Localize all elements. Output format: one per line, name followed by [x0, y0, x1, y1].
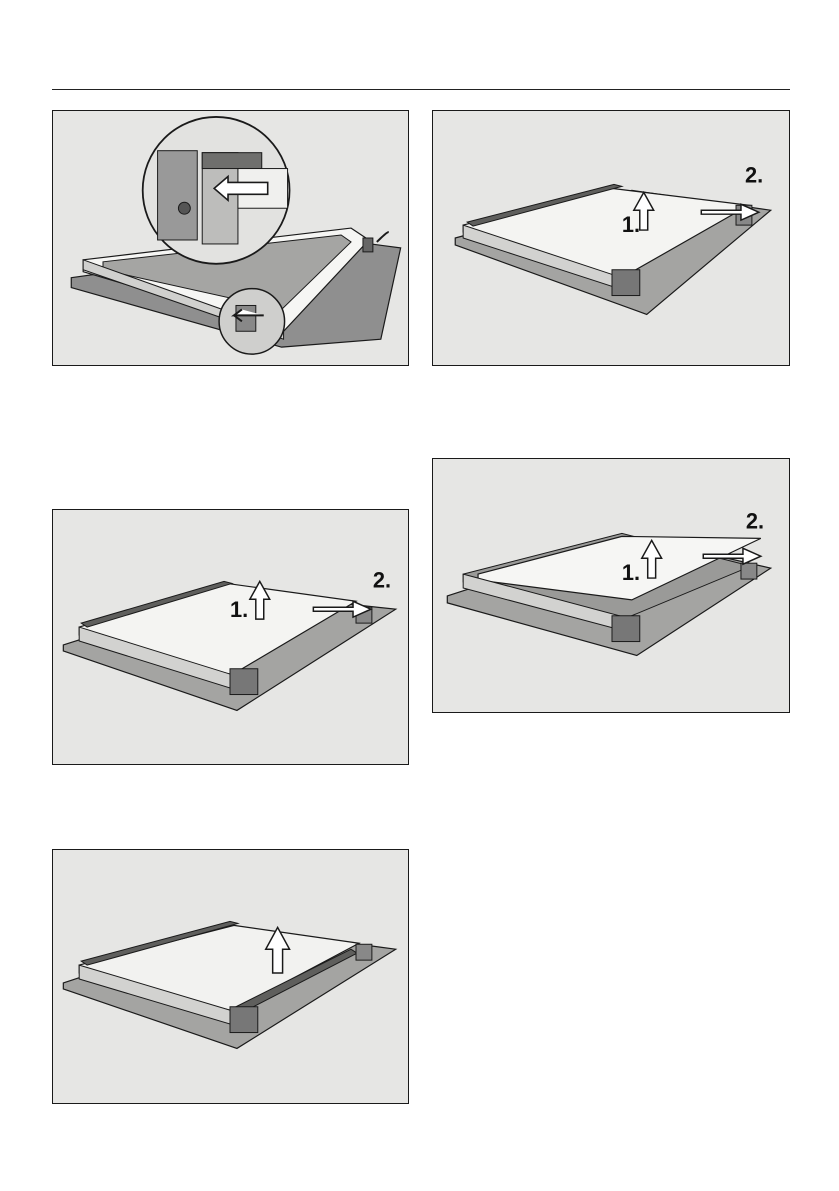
figure-1-door-clip-detail: [52, 110, 409, 366]
step-label-2: 2.: [746, 508, 764, 533]
door-illustration: 1. 2.: [433, 111, 789, 365]
hinge-icon: [612, 270, 640, 296]
header-rule: [52, 89, 790, 90]
door-illustration: [53, 850, 408, 1103]
figure-5-glass-lift-out: [52, 849, 409, 1104]
hinge-icon: [612, 616, 640, 642]
door-illustration: [53, 111, 408, 365]
figure-3-glass-removal-step: 1. 2.: [52, 509, 409, 765]
step-label-2: 2.: [373, 567, 391, 592]
step-label-2: 2.: [745, 162, 763, 187]
hinge-icon: [230, 669, 258, 695]
step-label-1: 1.: [230, 597, 248, 622]
figure-4-glass-removal-step: 1. 2.: [432, 458, 790, 713]
step-label-1: 1.: [622, 560, 640, 585]
figure-2-glass-removal-step: 1. 2.: [432, 110, 790, 366]
door-illustration: 1. 2.: [433, 459, 789, 712]
door-illustration: 1. 2.: [53, 510, 408, 764]
hinge-icon: [230, 1007, 258, 1033]
step-label-1: 1.: [622, 212, 640, 237]
